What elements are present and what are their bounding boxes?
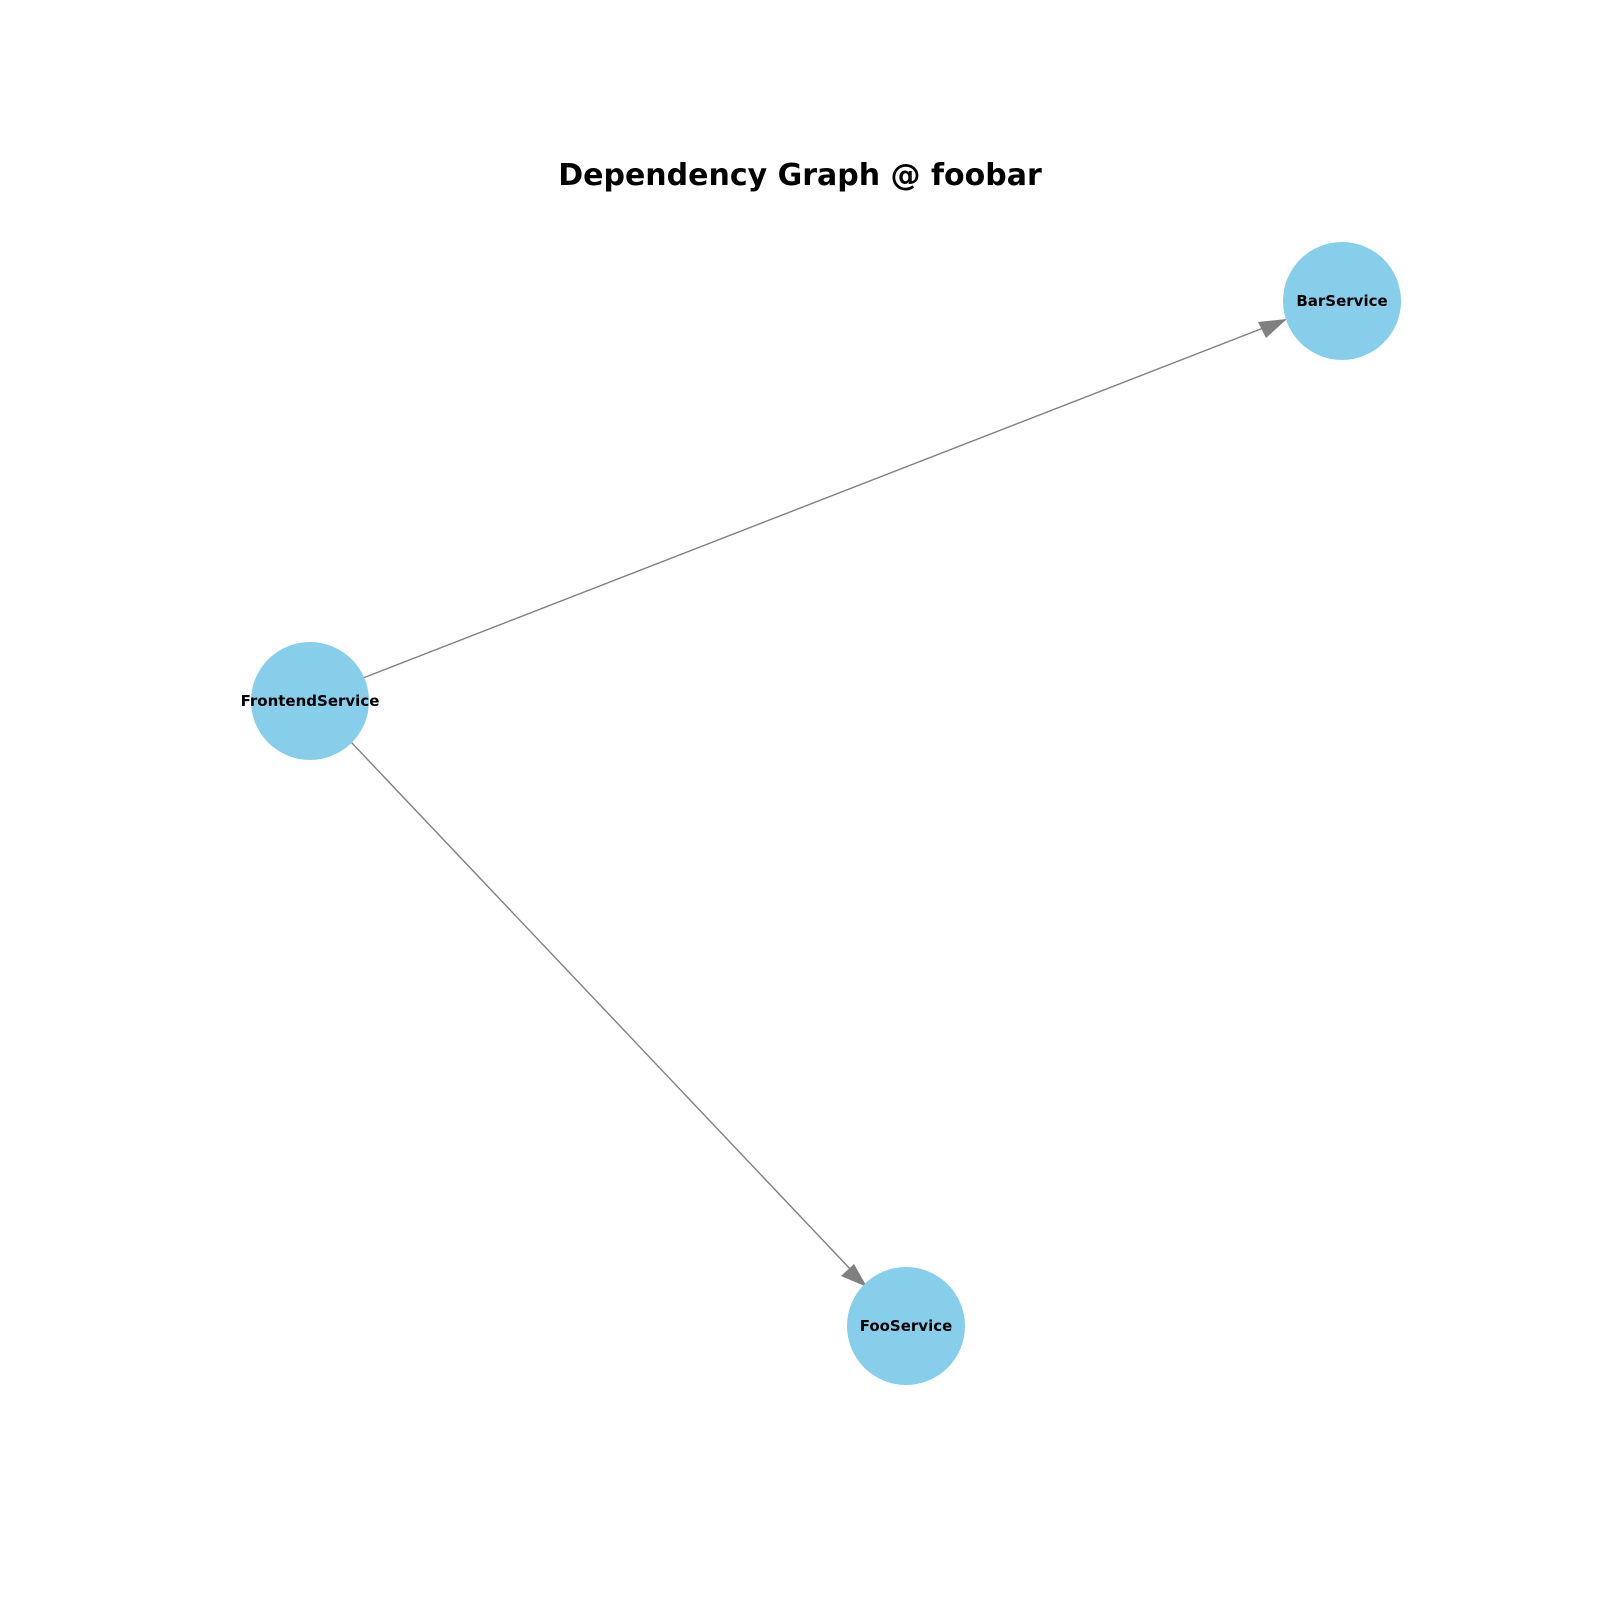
edge-line: [350, 741, 854, 1273]
edge-frontend-to-foo: [350, 741, 867, 1287]
diagram-title: Dependency Graph @ foobar: [558, 158, 1042, 193]
node-label: FrontendService: [241, 692, 380, 710]
node-foo-service[interactable]: FooService: [847, 1267, 965, 1385]
node-frontend-service[interactable]: FrontendService: [241, 642, 380, 760]
arrowhead-icon: [1258, 319, 1287, 338]
nodes-layer: FrontendService BarService FooService: [241, 242, 1401, 1385]
edges-layer: [350, 319, 1287, 1287]
node-circle[interactable]: [251, 642, 369, 760]
node-circle[interactable]: [1283, 242, 1401, 360]
edge-line: [362, 324, 1272, 679]
edge-frontend-to-bar: [362, 319, 1287, 679]
node-label: BarService: [1296, 292, 1387, 310]
node-label: FooService: [860, 1317, 953, 1335]
node-bar-service[interactable]: BarService: [1283, 242, 1401, 360]
arrowhead-icon: [841, 1264, 867, 1287]
node-circle[interactable]: [847, 1267, 965, 1385]
